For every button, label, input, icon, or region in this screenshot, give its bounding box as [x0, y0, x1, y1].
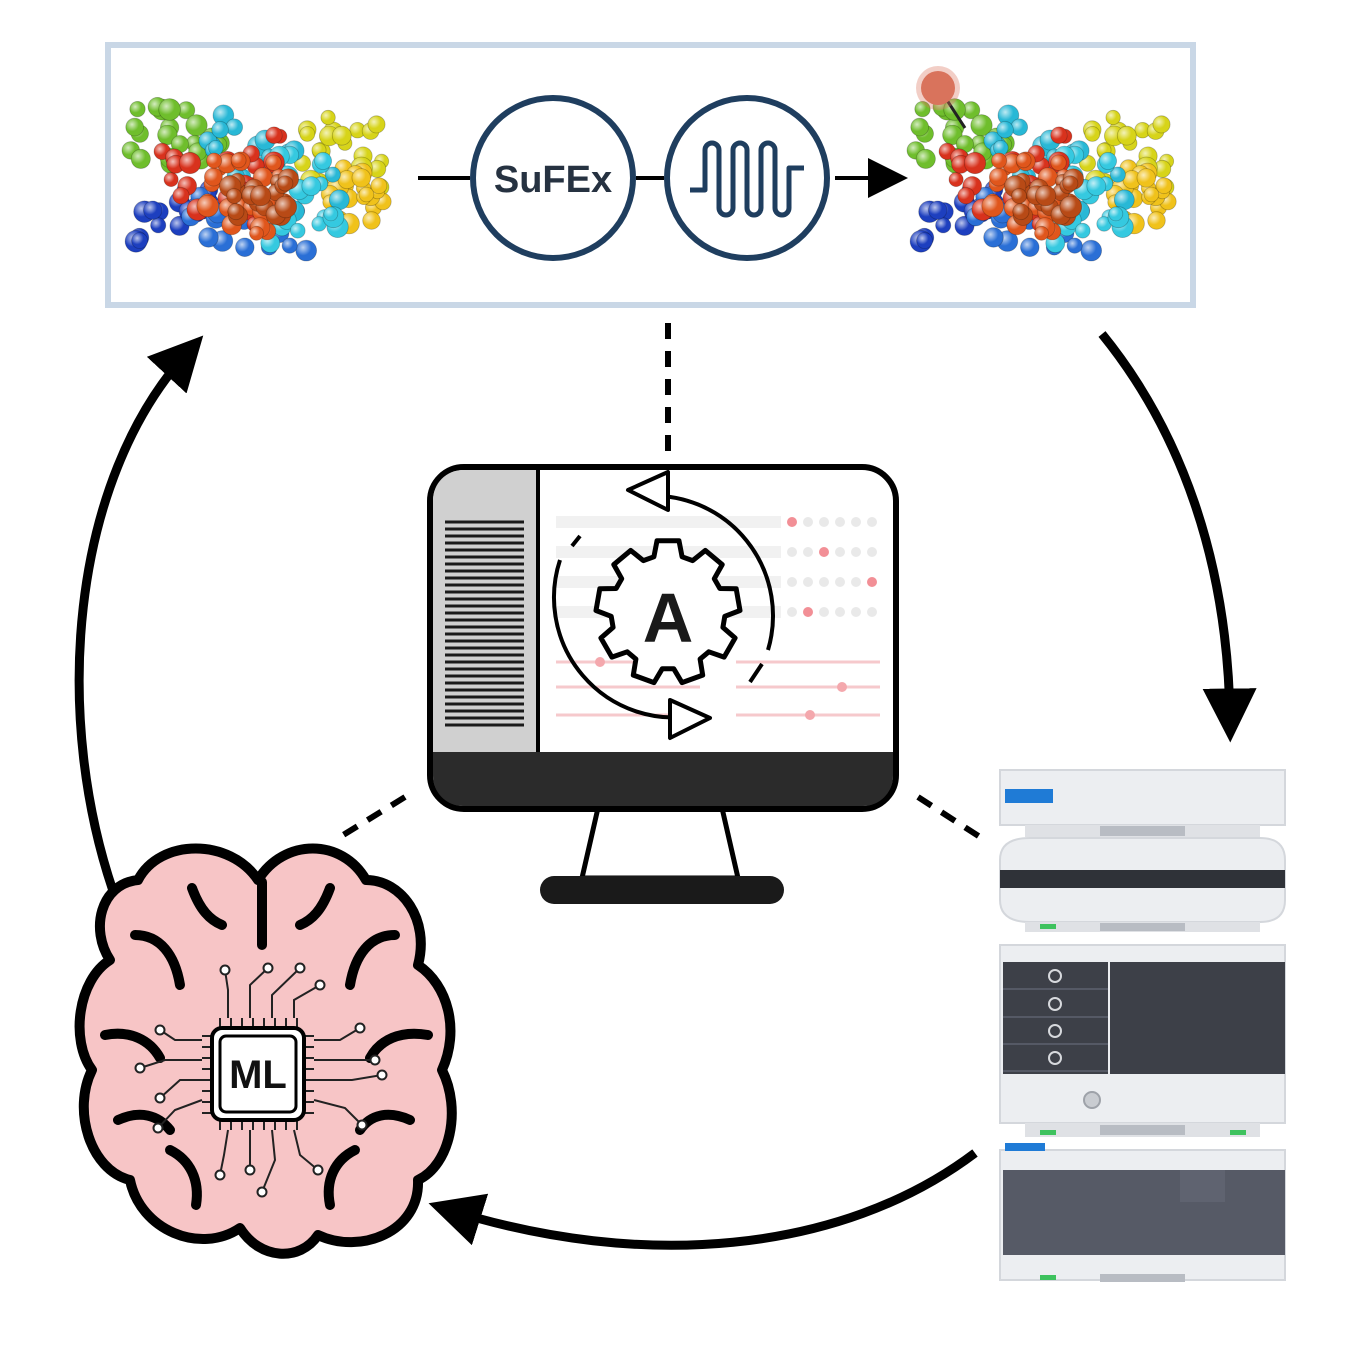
gear-icon	[593, 538, 743, 686]
ml-chip: ML	[202, 1018, 314, 1130]
automation-monitor: A	[427, 464, 899, 904]
cycle-arrow-to-instrument	[1098, 331, 1257, 743]
cycle-arrow-to-protein	[74, 335, 204, 907]
display-panel	[1005, 789, 1053, 803]
circuit-traces	[134, 962, 388, 1198]
sample-drawers	[1003, 969, 1108, 1072]
machine-learning-brain: ML	[74, 843, 457, 1259]
sidebar-menu-lines	[445, 520, 524, 727]
ml-label: ML	[229, 1053, 287, 1097]
status-indicator	[1040, 924, 1056, 929]
automation-label: A	[643, 579, 694, 657]
cycle-arrow-to-ml	[428, 1149, 978, 1250]
sufex-step: SuFEx	[470, 95, 636, 261]
probe-marker	[916, 66, 967, 129]
dashed-link-left	[338, 794, 407, 840]
protein-labeled	[906, 97, 1177, 262]
dashed-link-right	[916, 794, 982, 840]
protein-input	[121, 97, 392, 262]
power-button	[1083, 1091, 1101, 1109]
sufex-label: SuFEx	[494, 159, 612, 201]
reactor-coil-icon	[690, 140, 804, 218]
flow-reactor-step	[664, 95, 830, 261]
lcms-instrument	[999, 769, 1286, 1282]
